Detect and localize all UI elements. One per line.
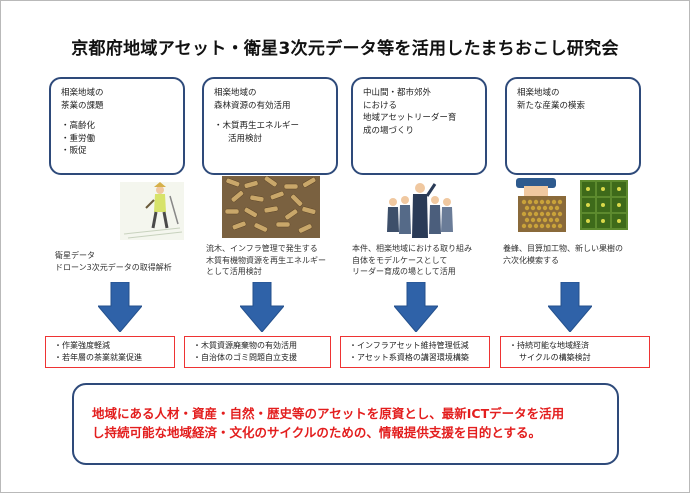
box-line: 中山間・都市郊外 — [363, 88, 432, 98]
result-line: ・作業強度軽減 — [54, 341, 110, 350]
box-line: における — [363, 100, 398, 111]
box-bullet: ・木質再生エネルギー — [214, 121, 300, 131]
farmer-drone-illustration — [120, 182, 184, 240]
down-arrow-icon — [548, 282, 592, 332]
summary-box: 地域にある人材・資産・自然・歴史等のアセットを原資とし、最新ICTデータを活用 … — [72, 383, 619, 465]
result-line: ・アセット系資格の講習環境構築 — [349, 353, 469, 362]
result-box-leader: ・インフラアセット維持管理低減 ・アセット系資格の講習環境構築 — [340, 336, 490, 368]
down-arrow-icon — [98, 282, 142, 332]
page-title: 京都府地域アセット・衛星3次元データ等を活用したまちおこし研究会 — [71, 39, 619, 59]
box-bullet: ・重労働 — [61, 133, 96, 144]
result-line: ・自治体のゴミ問題自立支援 — [193, 353, 297, 362]
desc-line: として活用検討 — [206, 267, 262, 276]
beekeeper-illustration — [516, 178, 566, 232]
issue-box-industry: 相楽地域の 新たな産業の模索 — [505, 77, 641, 175]
box-line: 茶業の課題 — [61, 100, 104, 111]
summary-line: 地域にある人材・資産・自然・歴史等のアセットを原資とし、最新ICTデータを活用 — [92, 406, 565, 421]
down-arrow-icon — [240, 282, 284, 332]
box-bullet: ・販促 — [61, 146, 87, 156]
description-industry: 養蜂、目算加工物、新しい果樹の 六次化模索する — [503, 243, 623, 266]
box-line: 新たな産業の模索 — [517, 100, 586, 111]
result-box-forest: ・木質資源廃棄物の有効活用 ・自治体のゴミ問題自立支援 — [184, 336, 331, 368]
box-line: 成の場づくり — [363, 125, 415, 136]
box-bullet: ・高齢化 — [61, 121, 96, 131]
description-tea: 衛星データ ドローン3次元データの取得解析 — [55, 250, 172, 273]
result-line: ・若年層の茶業就業促進 — [54, 353, 142, 362]
box-line: 相楽地域の — [61, 88, 104, 98]
box-line: 地域アセットリーダー育 — [363, 113, 457, 123]
down-arrow-icon — [394, 282, 438, 332]
box-line: 相楽地域の — [214, 88, 257, 98]
summary-line: し持続可能な地域経済・文化のサイクルのための、情報提供支援を目的とする。 — [92, 425, 542, 440]
issue-box-tea: 相楽地域の 茶業の課題 ・高齢化 ・重労働 ・販促 — [49, 77, 185, 175]
desc-line: 衛星データ — [55, 251, 95, 260]
desc-line: 養蜂、目算加工物、新しい果樹の — [503, 244, 623, 253]
description-forest: 流木、インフラ管理で発生する 木質有機物資源を再生エネルギー として活用検討 — [206, 243, 326, 278]
box-bullet: 活用検討 — [228, 133, 263, 144]
result-line: サイクルの構築検討 — [519, 353, 591, 362]
desc-line: 六次化模索する — [503, 255, 559, 265]
box-line: 森林資源の有効活用 — [214, 100, 291, 111]
desc-line: ドローン3次元データの取得解析 — [55, 262, 172, 272]
result-box-tea: ・作業強度軽減 ・若年層の茶業就業促進 — [45, 336, 175, 368]
description-leader: 本件、相楽地域における取り組み 自体をモデルケースとして リーダー育成の場として… — [352, 243, 472, 278]
issue-box-leader: 中山間・都市郊外 における 地域アセットリーダー育 成の場づくり — [351, 77, 487, 175]
wood-pellets-image — [222, 176, 320, 238]
result-line: ・持続可能な地域経済 — [509, 341, 589, 350]
business-people-illustration — [387, 183, 453, 238]
issue-box-forest: 相楽地域の 森林資源の有効活用 ・木質再生エネルギー 活用検討 — [202, 77, 338, 175]
desc-line: 本件、相楽地域における取り組み — [352, 244, 472, 253]
desc-line: 木質有機物資源を再生エネルギー — [206, 255, 326, 265]
desc-line: 自体をモデルケースとして — [352, 255, 448, 265]
box-line: 相楽地域の — [517, 88, 560, 98]
desc-line: 流木、インフラ管理で発生する — [206, 244, 318, 253]
desc-line: リーダー育成の場として活用 — [352, 267, 456, 276]
fruit-field-image — [580, 180, 628, 230]
result-box-industry: ・持続可能な地域経済 サイクルの構築検討 — [500, 336, 650, 368]
result-line: ・木質資源廃棄物の有効活用 — [193, 341, 297, 350]
result-line: ・インフラアセット維持管理低減 — [349, 341, 469, 350]
